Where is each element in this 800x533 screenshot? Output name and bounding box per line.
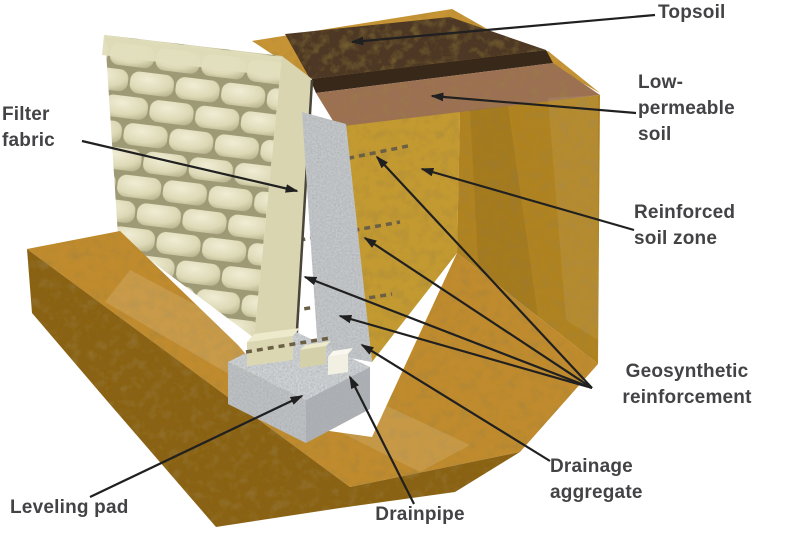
leader-lines xyxy=(81,13,656,505)
label-reinforced-soil-zone: Reinforced soil zone xyxy=(634,200,735,252)
drainage-aggregate-column xyxy=(302,112,372,362)
leader-drainpipe xyxy=(349,375,415,505)
leader-geogrid-2 xyxy=(363,237,593,389)
label-low-permeable-line2: permeable xyxy=(638,98,735,119)
drainpipe-top xyxy=(328,348,353,357)
label-low-permeable-soil: Low- permeable soil xyxy=(638,70,735,148)
label-drainpipe-line: Drainpipe xyxy=(375,504,465,525)
leader-geogrid-1 xyxy=(375,155,593,389)
wall-cap-course xyxy=(102,35,283,77)
label-reinforced-line2: soil zone xyxy=(634,228,718,249)
base-block-front xyxy=(247,336,293,366)
geogrid-layer-base xyxy=(245,336,331,354)
segmental-block-wall xyxy=(102,35,314,348)
leader-leveling-pad xyxy=(89,395,304,498)
label-geosynthetic-line2: reinforcement xyxy=(622,387,752,408)
low-permeable-soil-layer xyxy=(316,63,600,129)
label-reinforced-line1: Reinforced xyxy=(634,202,736,223)
berm-front-face xyxy=(27,249,520,527)
label-geosynthetic-line1: Geosynthetic xyxy=(625,361,749,382)
label-topsoil-line: Topsoil xyxy=(658,2,726,23)
wall-front-face xyxy=(105,35,282,338)
label-filter-line2: fabric xyxy=(2,130,55,151)
leader-topsoil xyxy=(350,13,656,46)
label-filter-fabric: Filter fabric xyxy=(2,102,55,154)
base-course-blocks xyxy=(247,328,331,368)
berm-top-face xyxy=(27,231,598,487)
label-filter-line1: Filter xyxy=(2,104,50,125)
base-block-top xyxy=(247,328,300,342)
topsoil-layer-top xyxy=(285,17,546,79)
label-drainage-aggregate: Drainage aggregate xyxy=(550,454,643,506)
leveling-pad-front xyxy=(228,362,306,443)
leader-reinforced-zone xyxy=(420,167,635,232)
wall-end-face xyxy=(254,56,312,346)
leader-geogrid-4 xyxy=(338,314,593,390)
soil-facet-light xyxy=(548,95,598,340)
base-block2-top xyxy=(300,341,331,350)
leader-low-permeable xyxy=(430,92,637,115)
label-geosynthetic-reinforcement: Geosynthetic reinforcement xyxy=(592,359,782,411)
soil-right-face xyxy=(457,95,600,364)
drainpipe-front xyxy=(328,354,348,375)
leader-drainage-aggregate xyxy=(360,344,551,462)
base-block2-front xyxy=(300,346,326,368)
label-drainage-line1: Drainage xyxy=(550,456,633,477)
label-drainage-line2: aggregate xyxy=(550,482,643,503)
label-drainpipe: Drainpipe xyxy=(358,502,482,528)
topsoil-layer-edge xyxy=(310,50,553,93)
label-low-permeable-line1: Low- xyxy=(638,72,684,93)
leader-filter-fabric xyxy=(81,139,299,193)
leader-geogrid-3 xyxy=(303,275,593,390)
soil-facet-shade xyxy=(470,106,540,330)
label-leveling-pad-line: Leveling pad xyxy=(10,497,129,518)
label-low-permeable-line3: soil xyxy=(638,124,672,145)
drainpipe-shape xyxy=(328,348,353,375)
label-leveling-pad: Leveling pad xyxy=(10,495,129,521)
label-topsoil: Topsoil xyxy=(658,0,726,26)
